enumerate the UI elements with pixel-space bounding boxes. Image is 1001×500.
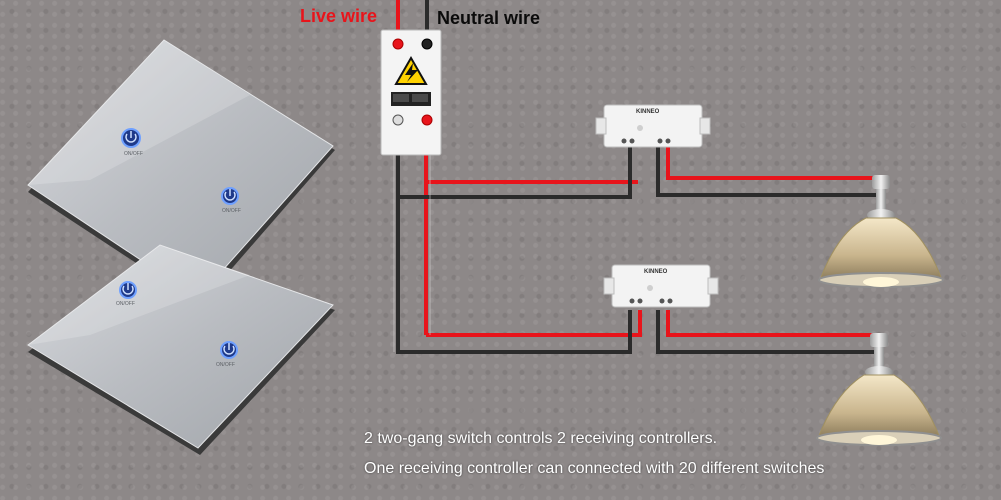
pendant-lamp-icon xyxy=(816,333,942,446)
power-icon[interactable] xyxy=(220,341,238,359)
controller-brand: KINNEO xyxy=(636,109,660,115)
neutral-wires xyxy=(396,0,880,354)
high-voltage-warning-icon xyxy=(394,55,428,85)
circuit-breaker xyxy=(380,29,442,156)
caption-line-1: 2 two-gang switch controls 2 receiving c… xyxy=(364,430,718,447)
live-wire-label: Live wire xyxy=(300,6,378,26)
switch-button-label: ON/OFF xyxy=(116,301,135,307)
power-icon[interactable] xyxy=(119,281,137,299)
caption-line-2: One receiving controller can connected w… xyxy=(364,460,825,477)
receiving-controller-top: KINNEO xyxy=(595,104,711,148)
pendant-lamp-icon xyxy=(818,175,944,288)
power-icon[interactable] xyxy=(221,187,239,205)
neutral-wire-label: Neutral wire xyxy=(437,8,541,28)
wall-switch-top: ON/OFF ON/OFF xyxy=(27,39,335,305)
switch-button-label: ON/OFF xyxy=(216,362,235,368)
wire-rails xyxy=(393,120,431,352)
switch-button-label: ON/OFF xyxy=(222,208,241,214)
wall-switch-bottom: ON/OFF ON/OFF xyxy=(27,244,335,455)
controller-brand: KINNEO xyxy=(644,269,668,275)
receiving-controller-bottom: KINNEO xyxy=(603,264,719,308)
power-icon[interactable] xyxy=(121,128,141,148)
switch-button-label: ON/OFF xyxy=(124,151,143,157)
